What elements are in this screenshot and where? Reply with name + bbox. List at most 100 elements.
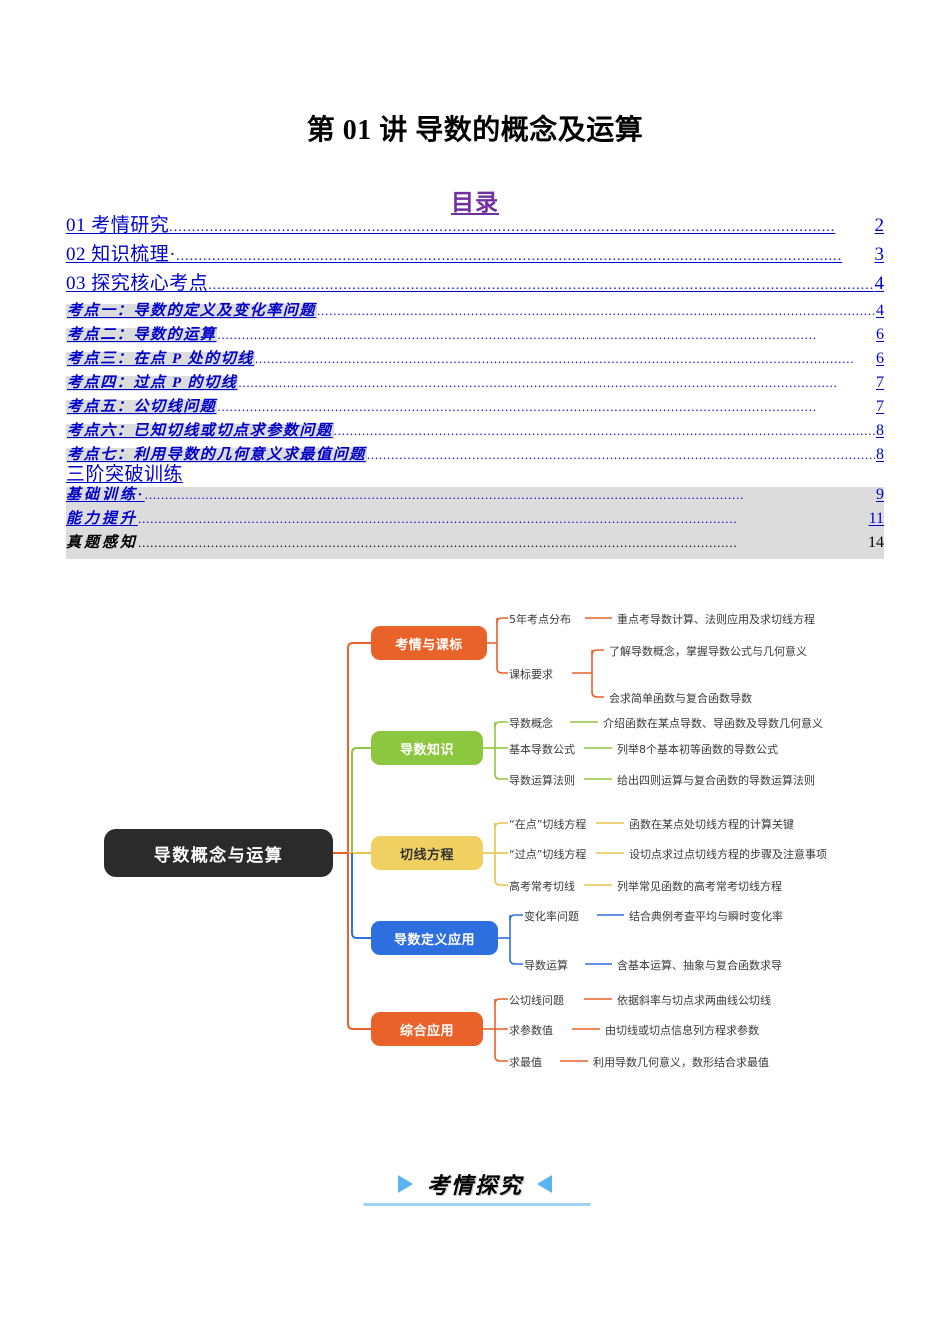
toc-leader: ........................................…: [208, 279, 874, 293]
mindmap-leaf-desc: 介绍函数在某点导数、导函数及导数几何意义: [603, 717, 823, 730]
mindmap-leaf-desc: 设切点求过点切线方程的步骤及注意事项: [629, 848, 827, 861]
toc-entry-label: 03 探究核心考点: [66, 273, 209, 294]
toc-leader: ........................................…: [333, 424, 875, 437]
toc-entry[interactable]: 考点二：导数的运算 ..............................…: [66, 327, 884, 351]
toc-entry[interactable]: 考点五：公切线问题 ..............................…: [66, 399, 884, 423]
mindmap-leaf-desc: 含基本运算、抽象与复合函数求导: [617, 959, 782, 972]
toc-page-number: 3: [874, 244, 885, 265]
section-banner-label: 考情探究: [426, 1173, 523, 1198]
toc-page-number: 8: [876, 422, 884, 439]
section-banner-rule: [363, 1203, 591, 1206]
toc-leader: ........................................…: [317, 304, 875, 317]
toc-page-number: 6: [876, 326, 884, 343]
toc-entry-label: 01 考情研究: [66, 215, 170, 236]
toc-heading: 目录: [451, 190, 499, 215]
toc-entry-label: 考点一：导数的定义及变化率问题: [66, 303, 318, 319]
toc-entry[interactable]: 能力提升 ...................................…: [66, 511, 884, 535]
mindmap-leaf-label: 5年考点分布: [509, 613, 571, 626]
toc-entry-label: 考点六：已知切线或切点求参数问题: [66, 423, 334, 439]
toc-page-number: 6: [876, 350, 884, 367]
mindmap-branch-label: 导数定义应用: [393, 932, 475, 948]
toc-leader: ........................................…: [144, 488, 745, 501]
mindmap-branch-label: 导数知识: [399, 742, 454, 758]
mindmap-leaf-desc: 列举8个基本初等函数的导数公式: [617, 743, 778, 756]
mindmap-branch-label: 考情与课标: [395, 637, 463, 653]
toc-entry-label: 考点三：在点 P 处的切线: [66, 351, 255, 367]
toc-entry-label: 考点二：导数的运算: [66, 327, 218, 343]
mindmap-leaf-label: 基本导数公式: [509, 743, 575, 756]
mindmap-leaf-label: “在点”切线方程: [509, 818, 587, 831]
mindmap-leaf-label: “过点”切线方程: [509, 848, 587, 861]
mindmap-branch-node-zonghe[interactable]: 综合应用: [371, 1012, 483, 1046]
mindmap-leaf-label: 求最值: [509, 1056, 542, 1069]
triangle-left-icon: [537, 1175, 552, 1193]
toc-leader: ........................................…: [238, 376, 838, 389]
mindmap-leaf-desc: 了解导数概念，掌握导数公式与几何意义: [609, 645, 807, 658]
toc-leader: ........................................…: [254, 352, 855, 365]
mindmap-branch-node-kaoqing[interactable]: 考情与课标: [371, 626, 487, 660]
page-title: 第 01 讲 导数的概念及运算: [306, 115, 644, 146]
mindmap-leaf-desc: 给出四则运算与复合函数的导数运算法则: [617, 774, 815, 787]
toc-leader: ........................................…: [138, 536, 738, 549]
mindmap-leaf-desc: 依据斜率与切点求两曲线公切线: [617, 994, 771, 1007]
toc-entry-label: 能力提升: [66, 511, 139, 527]
toc-entry[interactable]: 真题感知 ...................................…: [66, 535, 884, 559]
toc-page-number: 8: [876, 446, 884, 463]
mindmap-branch-label: 切线方程: [399, 847, 454, 863]
toc-entry-label: 真题感知: [66, 535, 139, 551]
triangle-right-icon: [397, 1175, 413, 1193]
toc-page-number: 7: [876, 398, 884, 415]
toc-entry[interactable]: 01 考情研究 ................................…: [66, 216, 884, 245]
toc-leader: ........................................…: [366, 448, 875, 461]
table-of-contents: 01 考情研究 ................................…: [66, 216, 884, 471]
toc-entry[interactable]: 03 探究核心考点 ..............................…: [66, 274, 884, 303]
mindmap-leaf-desc: 由切线或切点信息列方程求参数: [605, 1024, 759, 1037]
mindmap-leaf-desc: 结合典例考查平均与瞬时变化率: [629, 910, 783, 923]
mindmap-leaf-desc: 重点考导数计算、法则应用及求切线方程: [617, 613, 815, 626]
toc-leader: ........................................…: [138, 512, 738, 525]
toc-page-number: 2: [874, 215, 885, 236]
mindmap-leaf-label: 课标要求: [509, 668, 553, 681]
toc-entry[interactable]: 考点四：过点 P 的切线 ...........................…: [66, 375, 884, 399]
mindmap-branch-node-qiexian[interactable]: 切线方程: [371, 836, 483, 870]
mindmap-leaf-label: 求参数值: [509, 1024, 553, 1037]
mindmap-branch-node-dingyi[interactable]: 导数定义应用: [371, 921, 498, 955]
toc-page-number: 7: [876, 374, 884, 391]
mindmap-leaf-label: 公切线问题: [509, 994, 564, 1007]
mindmap-leaf-desc: 列举常见函数的高考常考切线方程: [617, 880, 782, 893]
toc-entry-label: 02 知识梳理·: [66, 244, 177, 265]
toc-entry-label: 基础训练·: [66, 487, 145, 503]
toc-entry[interactable]: 02 知识梳理· ...............................…: [66, 245, 884, 274]
toc-entry-label: 考点四：过点 P 的切线: [66, 375, 239, 391]
mindmap-root-node[interactable]: 导数概念与运算: [104, 829, 333, 877]
mindmap-leaf-desc: 利用导数几何意义，数形结合求最值: [593, 1056, 769, 1069]
toc-page-number: 11: [868, 510, 884, 527]
mindmap-leaf-label: 导数运算: [524, 959, 568, 972]
toc-section-heading[interactable]: 三阶突破训练: [66, 464, 184, 485]
toc-leader: ........................................…: [217, 400, 817, 413]
mindmap-leaf-desc: 会求简单函数与复合函数导数: [609, 692, 752, 705]
mindmap-root-label: 导数概念与运算: [153, 845, 284, 866]
toc-page-number: 14: [868, 534, 884, 551]
mindmap-leaf-label: 变化率问题: [524, 910, 579, 923]
mindmap-leaf-label: 导数概念: [509, 717, 553, 730]
toc-entry[interactable]: 考点一：导数的定义及变化率问题 ........................…: [66, 303, 884, 327]
mindmap-branch-label: 综合应用: [399, 1023, 454, 1039]
toc-entry[interactable]: 基础训练· ..................................…: [66, 487, 884, 511]
mindmap-leaf-label: 导数运算法则: [509, 774, 575, 787]
toc-leader: ........................................…: [176, 250, 843, 264]
table-of-contents-training: 基础训练· ..................................…: [66, 487, 884, 559]
toc-entry-label: 考点五：公切线问题: [66, 399, 218, 415]
toc-entry[interactable]: 考点三：在点 P 处的切线 ..........................…: [66, 351, 884, 375]
toc-page-number: 4: [874, 273, 885, 294]
mindmap-connectors: [333, 617, 624, 1062]
mindmap-leaf-desc: 函数在某点处切线方程的计算关键: [629, 818, 794, 831]
toc-entry[interactable]: 考点七：利用导数的几何意义求最值问题 .....................…: [66, 447, 884, 471]
toc-page-number: 9: [876, 486, 884, 503]
mindmap-diagram: 导数概念与运算 考情与课标 导数知识 切线方程 导数定义应用 综合应用 5年考点…: [0, 595, 950, 1085]
section-banner: 考情探究: [0, 1168, 950, 1200]
toc-page-number: 4: [876, 302, 884, 319]
mindmap-branch-node-zhishi[interactable]: 导数知识: [371, 731, 483, 765]
mindmap-leaf-label: 高考常考切线: [509, 880, 575, 893]
toc-entry[interactable]: 考点六：已知切线或切点求参数问题 .......................…: [66, 423, 884, 447]
